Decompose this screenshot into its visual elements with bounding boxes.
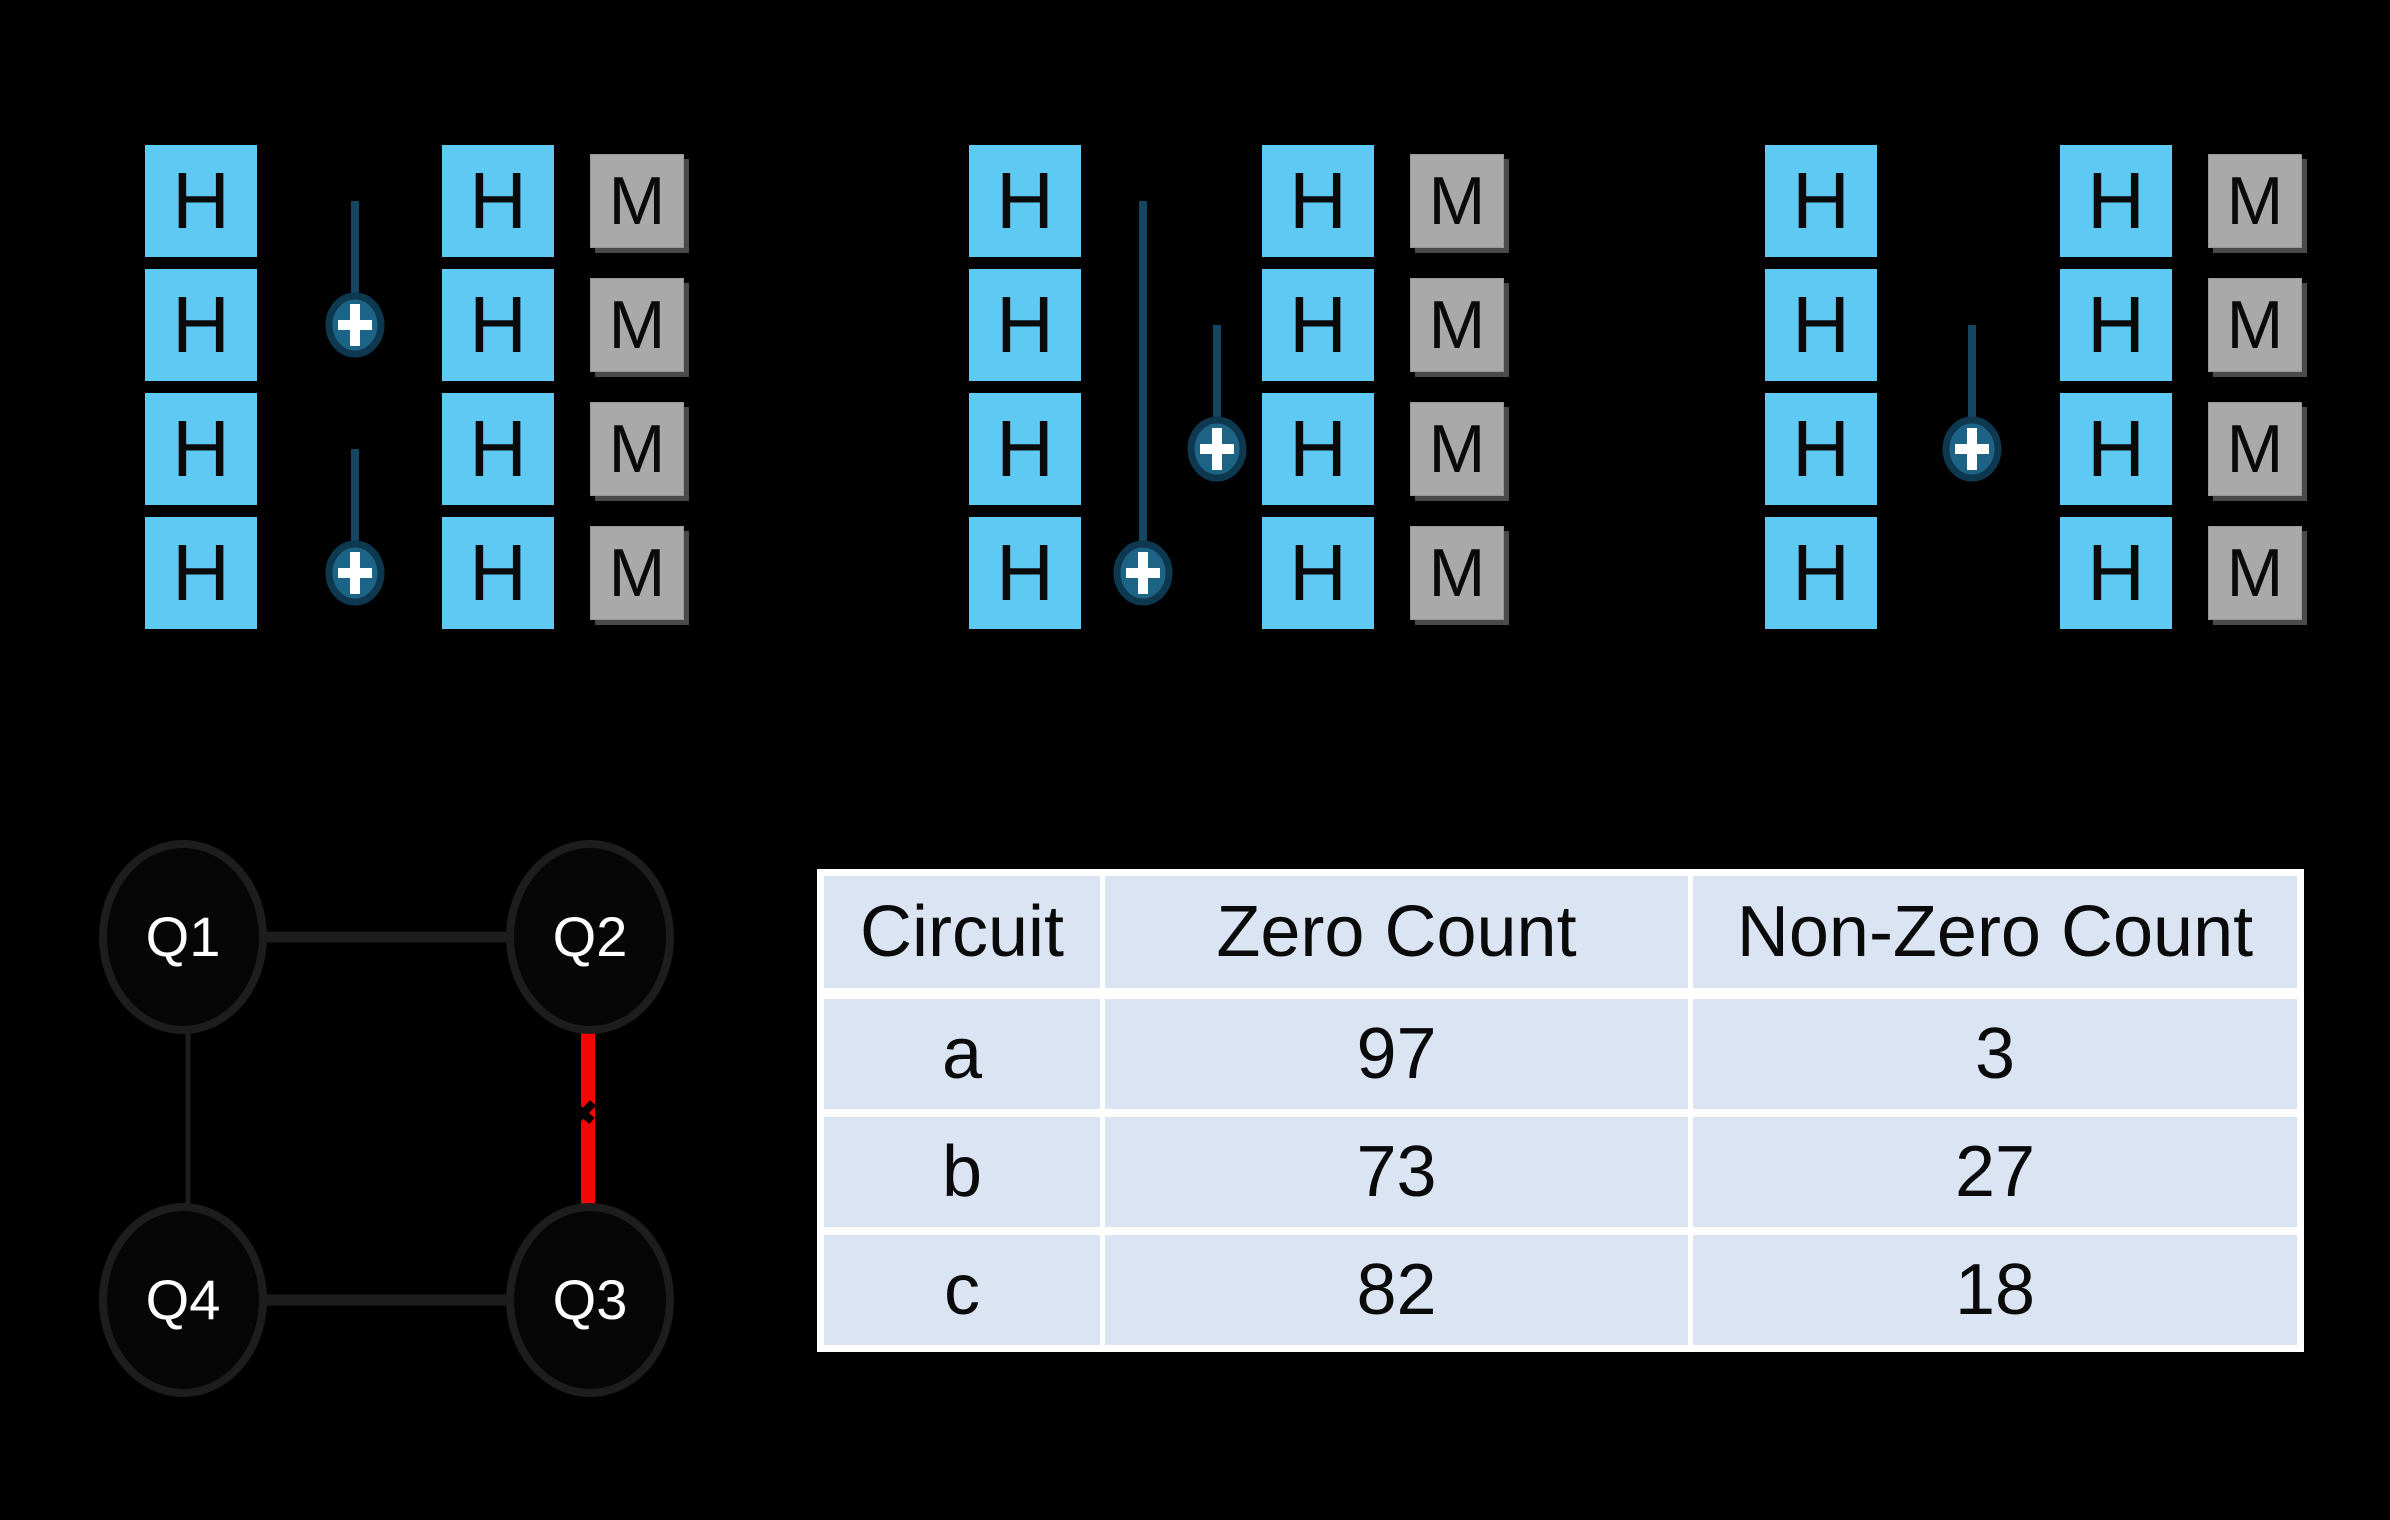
h-gate: H: [145, 517, 257, 629]
h-gate: H: [442, 517, 554, 629]
m-gate: M: [2208, 154, 2302, 248]
h-gate: H: [145, 145, 257, 257]
table-cell: c: [824, 1235, 1100, 1345]
plus-icon: [1955, 428, 1989, 470]
h-gate: H: [1262, 145, 1374, 257]
table-cell: b: [824, 1117, 1100, 1227]
m-gate: M: [590, 278, 684, 372]
circuit-b-cnot-1: [1113, 201, 1173, 606]
table-cell: 18: [1693, 1235, 2297, 1345]
h-gate: H: [1765, 517, 1877, 629]
h-gate: H: [145, 269, 257, 381]
h-gate: H: [1765, 269, 1877, 381]
m-gate: M: [1410, 526, 1504, 620]
circuit-a-cnot-1: [325, 201, 385, 358]
table-cell: 73: [1105, 1117, 1688, 1227]
h-gate: H: [969, 269, 1081, 381]
h-gate: H: [442, 269, 554, 381]
m-gate: M: [590, 526, 684, 620]
h-gate: H: [2060, 393, 2172, 505]
table-header-nonzero-count: Non-Zero Count: [1693, 876, 2297, 988]
circuit-a-cnot-2: [325, 449, 385, 606]
h-gate: H: [1765, 393, 1877, 505]
table-header-circuit: Circuit: [824, 876, 1100, 988]
qubit-node-label: Q3: [553, 1268, 628, 1331]
plus-icon: [338, 552, 372, 594]
qubit-node-label: Q1: [146, 905, 221, 968]
m-gate: M: [1410, 402, 1504, 496]
plus-icon: [1200, 428, 1234, 470]
m-gate: M: [1410, 154, 1504, 248]
table-cell: a: [824, 999, 1100, 1109]
h-gate: H: [2060, 269, 2172, 381]
results-table: Circuit Zero Count Non-Zero Count a 97 3…: [817, 869, 2304, 1352]
h-gate: H: [1262, 269, 1374, 381]
h-gate: H: [969, 517, 1081, 629]
table-header-zero-count: Zero Count: [1105, 876, 1688, 988]
table-cell: 27: [1693, 1117, 2297, 1227]
plus-icon: [1126, 552, 1160, 594]
table-cell: 82: [1105, 1235, 1688, 1345]
broken-edge-x-icon: [565, 1096, 596, 1129]
table-body: a 97 3 b 73 27 c 82 18: [824, 999, 2297, 1345]
circuit-b-cnot-2: [1187, 325, 1247, 482]
plus-icon: [338, 304, 372, 346]
qubit-node-label: Q4: [146, 1268, 221, 1331]
h-gate: H: [2060, 145, 2172, 257]
m-gate: M: [2208, 402, 2302, 496]
table-cell: 97: [1105, 999, 1688, 1109]
h-gate: H: [1765, 145, 1877, 257]
h-gate: H: [1262, 393, 1374, 505]
qubit-node-q2: [506, 840, 674, 1034]
h-gate: H: [969, 393, 1081, 505]
table-row: a 97 3: [824, 999, 2297, 1109]
table-header-row: Circuit Zero Count Non-Zero Count: [824, 876, 2297, 988]
h-gate: H: [442, 393, 554, 505]
qubit-node-q4: [99, 1203, 267, 1397]
qubit-node-q3: [506, 1203, 674, 1397]
m-gate: M: [2208, 526, 2302, 620]
h-gate: H: [1262, 517, 1374, 629]
qubit-node-label: Q2: [553, 905, 628, 968]
table-row: c 82 18: [824, 1235, 2297, 1345]
table-row: b 73 27: [824, 1117, 2297, 1227]
m-gate: M: [590, 154, 684, 248]
m-gate: M: [2208, 278, 2302, 372]
coupling-graph: Q1 Q2 Q3 Q4: [99, 840, 674, 1397]
h-gate: H: [442, 145, 554, 257]
table-cell: 3: [1693, 999, 2297, 1109]
h-gate: H: [969, 145, 1081, 257]
h-gate: H: [2060, 517, 2172, 629]
circuit-c-cnot-1: [1942, 325, 2002, 482]
qubit-node-q1: [99, 840, 267, 1034]
m-gate: M: [590, 402, 684, 496]
h-gate: H: [145, 393, 257, 505]
m-gate: M: [1410, 278, 1504, 372]
